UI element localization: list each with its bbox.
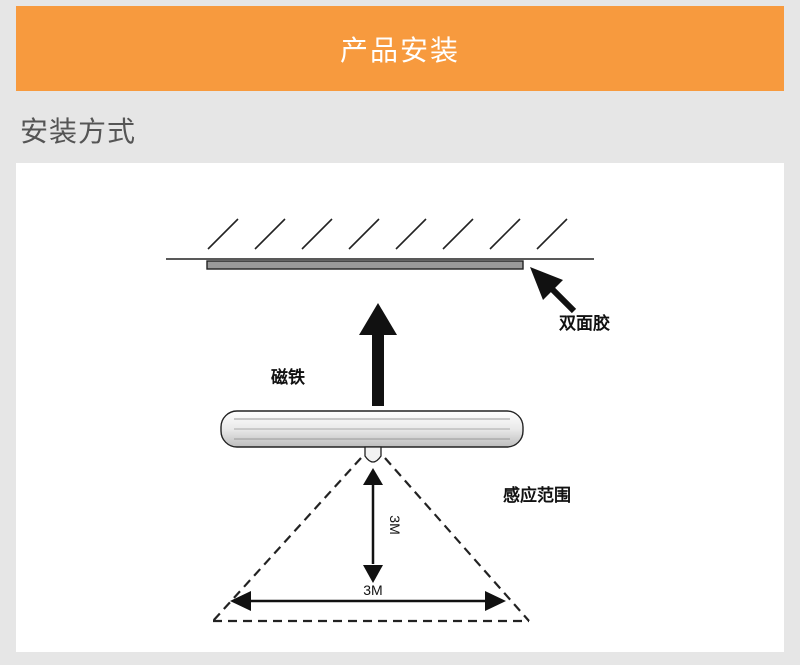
label-sensing-range: 感应范围 bbox=[503, 485, 571, 506]
label-vertical-3m: 3M bbox=[387, 515, 403, 534]
lamp-bar bbox=[220, 410, 524, 448]
vertical-dimension-arrow bbox=[363, 468, 383, 583]
header-title: 产品安装 bbox=[339, 33, 460, 67]
horizontal-dimension-arrow bbox=[230, 591, 506, 611]
label-magnet: 磁铁 bbox=[271, 367, 305, 388]
page-header: 产品安装 bbox=[16, 6, 784, 91]
section-title: 安装方式 bbox=[20, 115, 137, 148]
ceiling-hatching bbox=[207, 218, 568, 250]
tape-strip bbox=[206, 260, 524, 270]
tape-pointer-arrow bbox=[530, 267, 577, 314]
installation-diagram-panel: 双面胶 磁铁 感应范围 3M bbox=[16, 163, 784, 652]
label-double-sided-tape: 双面胶 bbox=[559, 313, 610, 334]
installation-diagram: 双面胶 磁铁 感应范围 3M bbox=[166, 218, 610, 623]
label-horizontal-3m: 3M bbox=[363, 582, 382, 598]
motion-sensor bbox=[364, 446, 382, 463]
install-up-arrow bbox=[359, 303, 397, 406]
sensing-range-triangle bbox=[212, 457, 530, 623]
